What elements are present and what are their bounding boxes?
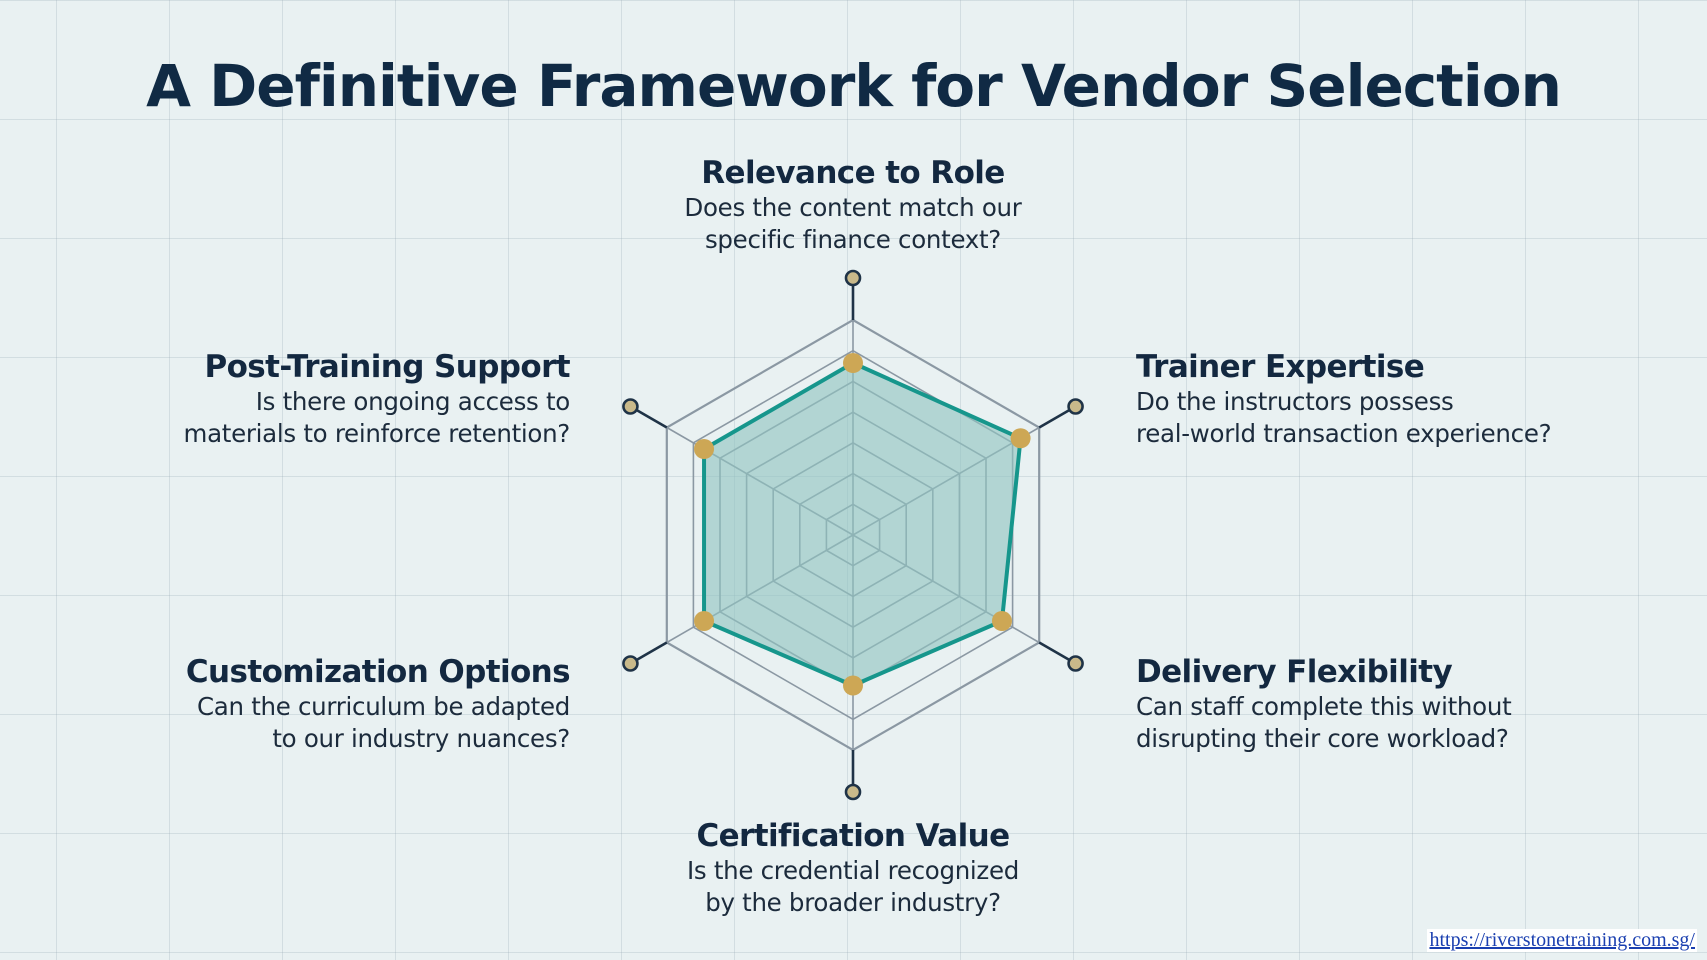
axis-end-marker <box>622 655 639 672</box>
criterion-post-training-support: Post-Training Support Is there ongoing a… <box>50 348 571 450</box>
criterion-title: Delivery Flexibility <box>1136 654 1453 690</box>
score-point <box>843 353 863 373</box>
criterion-title: Certification Value <box>696 818 1010 854</box>
axis-end-marker <box>1067 398 1084 415</box>
criterion-title: Relevance to Role <box>701 155 1005 191</box>
score-markers <box>694 353 1031 696</box>
score-point <box>694 439 715 459</box>
criterion-question: Can the curriculum be adapted <box>196 692 570 721</box>
criterion-question: Is there ongoing access to <box>255 387 571 416</box>
criterion-customization-options: Customization Options Can the curriculum… <box>50 653 571 755</box>
score-point <box>1010 428 1031 449</box>
criterion-question: real-world transaction experience? <box>1136 419 1552 448</box>
criterion-question: to our industry nuances? <box>272 724 570 753</box>
criterion-question: materials to reinforce retention? <box>183 419 571 448</box>
criterion-question: by the broader industry? <box>705 888 1001 917</box>
criterion-relevance: Relevance to Role Does the content match… <box>593 154 1113 256</box>
axis-end-marker <box>844 269 862 287</box>
score-point <box>843 675 863 696</box>
criterion-question: Does the content match our <box>684 193 1022 222</box>
axis-end-marker <box>622 398 639 415</box>
criterion-delivery-flexibility: Delivery Flexibility Can staff complete … <box>1136 653 1656 755</box>
criterion-title: Customization Options <box>185 654 571 690</box>
criterion-title: Trainer Expertise <box>1136 349 1425 385</box>
criterion-certification-value: Certification Value Is the credential re… <box>593 817 1113 919</box>
axis-end-marker <box>844 783 862 801</box>
score-point <box>991 611 1012 631</box>
criterion-title: Post-Training Support <box>204 349 570 385</box>
axis-end-marker <box>1067 655 1084 672</box>
page-title: A Definitive Framework for Vendor Select… <box>146 52 1562 120</box>
criterion-question: Is the credential recognized <box>686 856 1020 885</box>
score-polygon <box>702 361 1023 688</box>
website-link[interactable]: https://riverstonetraining.com.sg/ <box>1427 929 1697 952</box>
score-point <box>694 611 715 631</box>
criterion-question: disrupting their core workload? <box>1136 724 1509 753</box>
criterion-question: Can staff complete this without <box>1136 692 1512 721</box>
criterion-question: Do the instructors possess <box>1136 387 1454 416</box>
criterion-question: specific finance context? <box>704 225 1002 254</box>
criterion-trainer-expertise: Trainer Expertise Do the instructors pos… <box>1136 348 1656 450</box>
